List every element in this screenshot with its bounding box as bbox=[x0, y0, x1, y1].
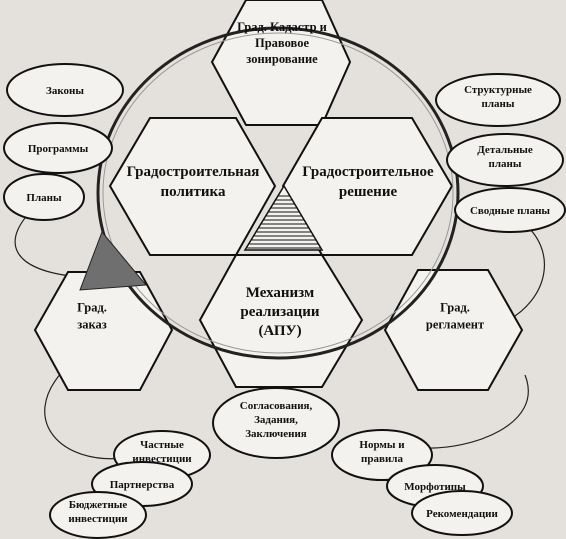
label-programs: Программы bbox=[28, 143, 89, 155]
label-order: Град.заказ bbox=[77, 301, 107, 332]
oval-norms bbox=[331, 429, 433, 481]
cycle-ring-inner bbox=[102, 32, 454, 354]
oval-recommendations bbox=[411, 490, 513, 536]
cycle-ring bbox=[96, 26, 460, 360]
oval-detailed-plans bbox=[446, 133, 564, 187]
hexagon-regulation bbox=[383, 269, 524, 391]
hexagon-order bbox=[33, 271, 174, 391]
oval-structural-plans bbox=[435, 73, 561, 127]
oval-summary-plans bbox=[454, 187, 566, 233]
label-approvals: Согласования,Задания,Заключения bbox=[240, 400, 313, 440]
label-laws: Законы bbox=[46, 85, 84, 97]
label-morphotypes: Морфотипы bbox=[404, 481, 466, 493]
label-summary-plans: Сводные планы bbox=[470, 205, 550, 217]
connector-right-arc bbox=[504, 219, 545, 323]
label-regulation: Град.регламент bbox=[426, 301, 484, 332]
oval-programs bbox=[3, 122, 113, 174]
oval-laws bbox=[6, 63, 124, 117]
center-triangle bbox=[243, 184, 324, 251]
label-plans: Планы bbox=[26, 192, 62, 204]
label-recommendations: Рекомендации bbox=[426, 508, 498, 520]
hexagon-decision bbox=[281, 117, 454, 256]
oval-plans bbox=[3, 173, 85, 221]
hexagon-mechanism bbox=[198, 254, 364, 388]
cycle-arrow-icon bbox=[79, 231, 148, 291]
oval-approvals bbox=[212, 387, 340, 459]
oval-budget-investments bbox=[49, 491, 147, 539]
connector-order-bottom bbox=[44, 371, 126, 460]
label-partnerships: Партнерства bbox=[110, 479, 175, 491]
triangle-hatching bbox=[247, 195, 321, 249]
connector-regulation-bottom bbox=[424, 374, 529, 449]
